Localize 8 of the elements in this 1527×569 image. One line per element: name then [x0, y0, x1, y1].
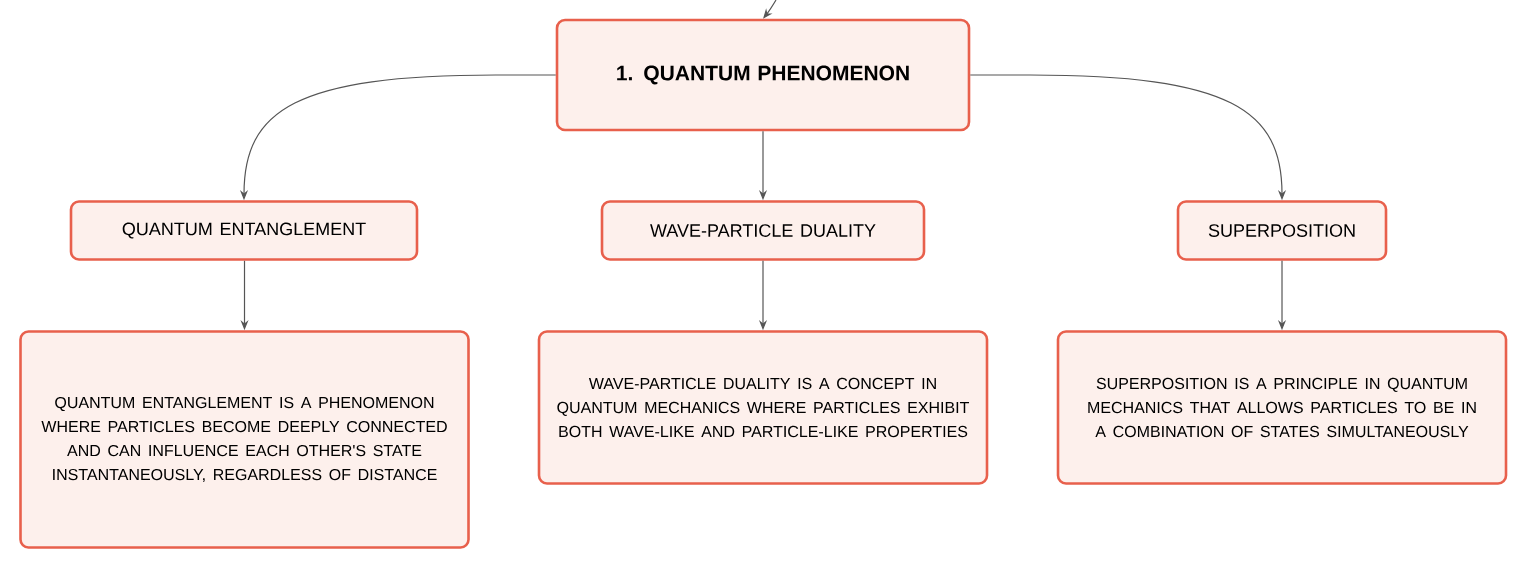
subtopic-box: SUPERPOSITION: [1176, 200, 1388, 261]
arrow: [763, 0, 777, 19]
subtopic-box: WAVE-PARTICLE DUALITY: [600, 200, 926, 261]
description-box: QUANTUM ENTANGLEMENT IS A PHENOMENON WHERE PARTICLES BECOME DEEPLY CONNECTED AND CAN INFLUENCE EACH OTHER'S STATE INSTANTANEOUSLY, REGARDLESS OF DISTANCE: [19, 330, 470, 549]
description-box: SUPERPOSITION IS A PRINCIPLE IN QUANTUM MECHANICS THAT ALLOWS PARTICLES TO BE IN A COMBINATION OF STATES SIMULTANEOUSLY: [1056, 330, 1508, 485]
description-box: WAVE-PARTICLE DUALITY IS A CONCEPT IN QUANTUM MECHANICS WHERE PARTICLES EXHIBIT BOTH WAVE-LIKE AND PARTICLE-LIKE PROPERTIES: [537, 330, 989, 485]
topic-box: 1. QUANTUM PHENOMENON: [555, 18, 971, 132]
subtopic-box: QUANTUM ENTANGLEMENT: [69, 200, 419, 261]
